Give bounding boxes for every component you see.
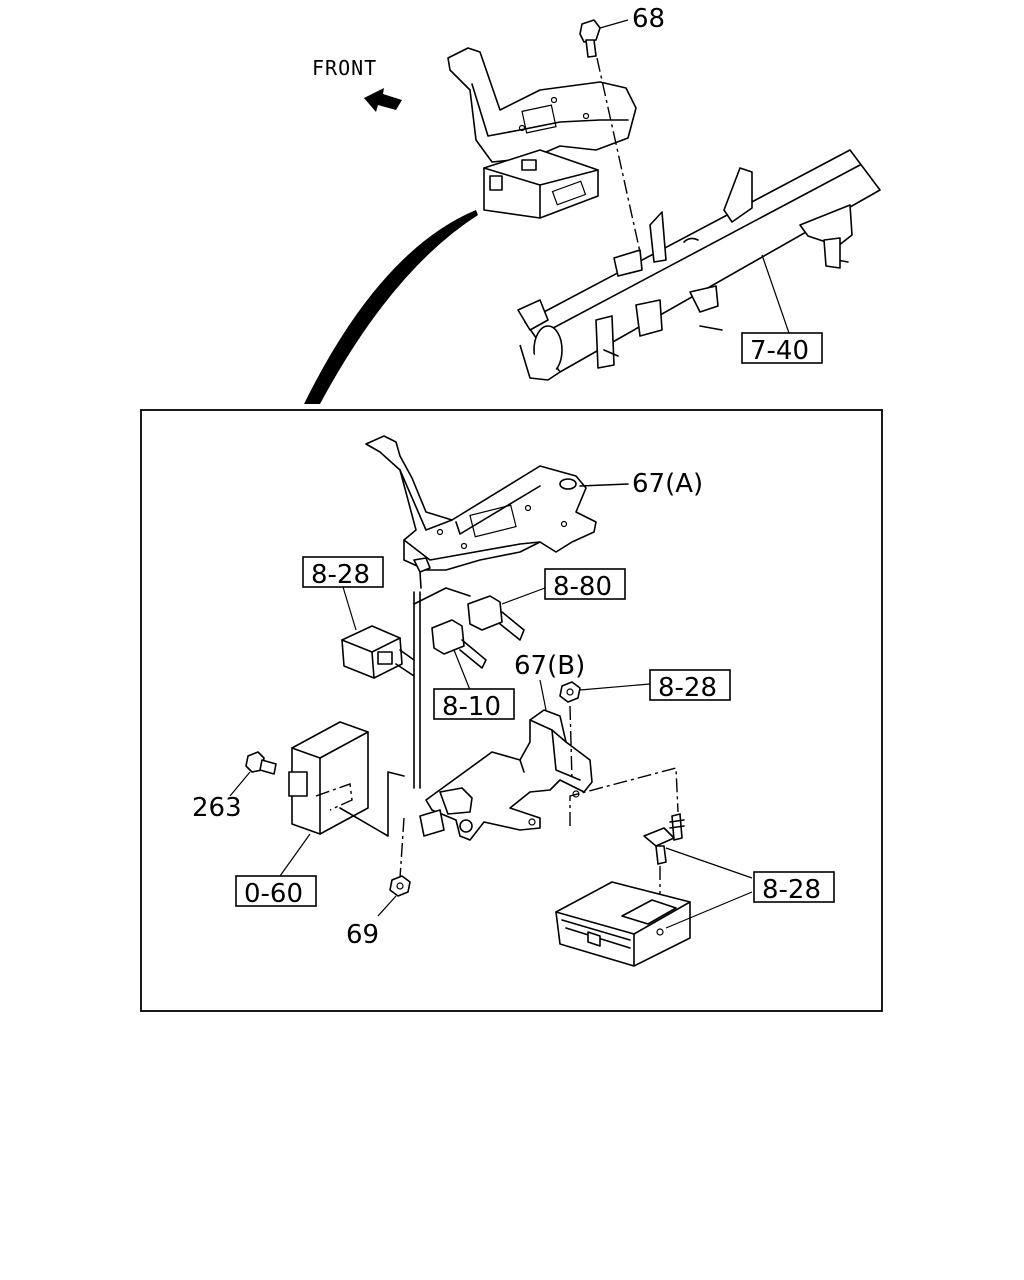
bracket-67b: 67(B) <box>419 651 593 841</box>
callout-8-28-nut: 8-28 <box>658 673 717 703</box>
relay-8-28-left: 8-28 <box>302 556 403 679</box>
callout-8-28-ecu: 8-28 <box>762 875 821 905</box>
front-label: FRONT <box>312 56 377 80</box>
module-0-60: 0-60 <box>235 721 405 909</box>
callout-69: 69 <box>346 920 379 950</box>
callout-67b: 67(B) <box>514 651 585 681</box>
connector-8-10: 8-10 <box>431 619 515 722</box>
callout-8-10: 8-10 <box>442 692 501 722</box>
front-indicator: FRONT <box>312 56 402 112</box>
cross-car-beam <box>517 149 881 381</box>
callout-68: 68 <box>632 4 665 34</box>
detail-arrow <box>304 210 478 404</box>
detail-frame <box>140 409 883 1012</box>
callout-8-80: 8-80 <box>553 572 612 602</box>
bolt-68: 68 <box>579 4 665 253</box>
callout-7-40: 7-40 <box>750 336 809 366</box>
nut-8-28: 8-28 <box>559 669 731 781</box>
callout-263: 263 <box>192 793 242 823</box>
callout-0-60: 0-60 <box>244 879 303 909</box>
callout-7-40-group: 7-40 <box>741 254 823 366</box>
mounted-bracket-assembly <box>447 47 637 219</box>
bracket-67a: 67(A) <box>365 435 703 589</box>
bolt-263: 263 <box>192 751 277 823</box>
callout-67a: 67(A) <box>632 469 703 499</box>
wire-harness <box>395 587 471 789</box>
nut-69: 69 <box>346 817 411 950</box>
control-unit-8-28: 8-28 <box>555 767 835 967</box>
front-arrow-icon <box>364 88 402 112</box>
callout-8-28-left: 8-28 <box>311 560 370 590</box>
connector-8-80: 8-80 <box>467 568 626 641</box>
